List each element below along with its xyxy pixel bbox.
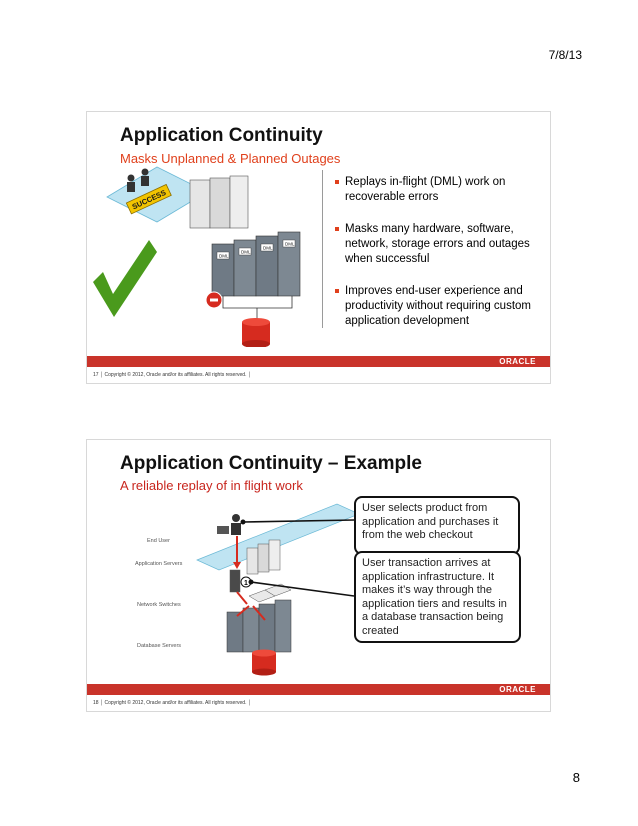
slide-title: Application Continuity <box>120 125 323 146</box>
callout-transaction-arrives: User transaction arrives at application … <box>354 551 521 643</box>
slide-footer: 17 │ Copyright © 2012, Oracle and/or its… <box>93 372 251 378</box>
tier-label-network-switches: Network Switches <box>137 602 181 608</box>
success-check-icon <box>93 240 157 317</box>
bullet-item: Replays in-flight (DML) work on recovera… <box>335 175 545 205</box>
outage-illustration: SUCCESS DML DML DML DML <box>93 166 301 347</box>
step-marker: 1 <box>244 580 248 587</box>
tiers-diagram: 1 <box>196 503 360 676</box>
bullet-list: Replays in-flight (DML) work on recovera… <box>335 175 545 346</box>
slide-footer: 18 │ Copyright © 2012, Oracle and/or its… <box>93 700 251 706</box>
divider <box>322 170 323 328</box>
dml-tag: DML <box>241 250 251 255</box>
oracle-logo: ORACLE <box>499 357 536 366</box>
slide-subtitle: Masks Unplanned & Planned Outages <box>120 151 341 166</box>
slide-title: Application Continuity – Example <box>120 453 422 474</box>
bullet-item: Improves end-user experience and product… <box>335 284 545 329</box>
slide-application-continuity-example: Application Continuity – Example A relia… <box>86 439 551 712</box>
page-number: 8 <box>572 770 580 785</box>
bullet-item: Masks many hardware, software, network, … <box>335 222 545 267</box>
slide-application-continuity: Application Continuity Masks Unplanned &… <box>86 111 551 384</box>
dml-tag: DML <box>219 254 229 259</box>
dml-tag: DML <box>285 242 295 247</box>
oracle-bar: ORACLE <box>87 684 550 695</box>
tier-label-database-servers: Database Servers <box>137 643 182 649</box>
oracle-logo: ORACLE <box>499 685 536 694</box>
page-date: 7/8/13 <box>548 48 582 62</box>
tier-label-application-servers: Application Servers <box>135 561 183 567</box>
oracle-bar: ORACLE <box>87 356 550 367</box>
tier-label-end-user: End User <box>147 538 170 544</box>
slide-subtitle: A reliable replay of in flight work <box>120 478 303 493</box>
dml-tag: DML <box>263 246 273 251</box>
callout-user-selects: User selects product from application an… <box>354 496 520 555</box>
